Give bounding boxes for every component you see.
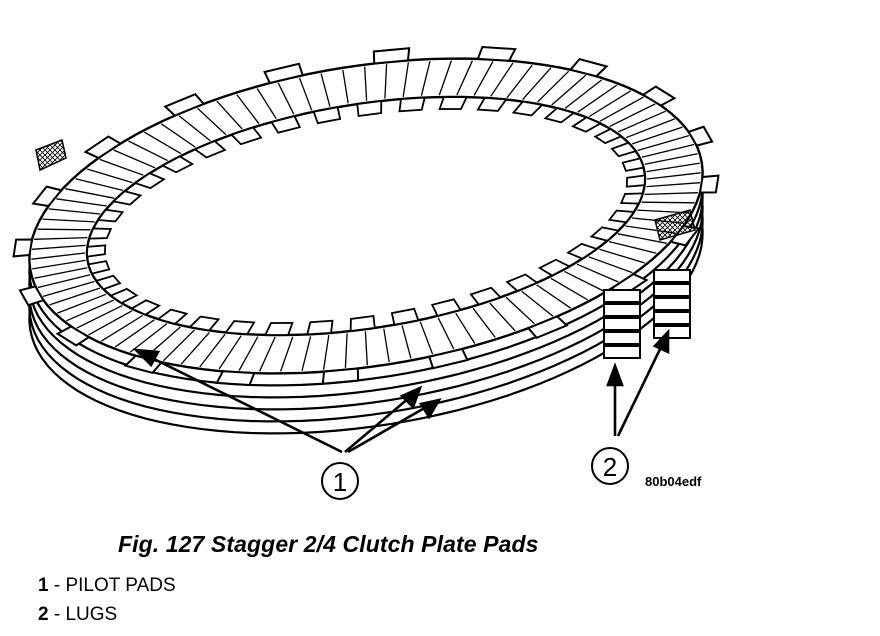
legend-item-pilot-pads: 1 - PILOT PADS bbox=[38, 575, 176, 597]
legend-item-lugs: 2 - LUGS bbox=[38, 604, 117, 626]
hatched-pad-left bbox=[35, 138, 67, 172]
legend-number: 1 bbox=[38, 575, 49, 596]
legend-number: 2 bbox=[38, 604, 49, 625]
hatched-pad-right bbox=[654, 209, 696, 241]
clutch-plate-diagram: 1 2 80b04edf bbox=[12, 45, 720, 500]
lug-stack bbox=[603, 269, 691, 359]
friction-ring bbox=[12, 45, 720, 387]
legend-separator: - bbox=[48, 575, 66, 596]
callout-2-leaders bbox=[606, 328, 670, 437]
callout-1: 1 bbox=[321, 462, 359, 500]
legend-label: PILOT PADS bbox=[65, 575, 176, 596]
legend-label: LUGS bbox=[65, 604, 118, 625]
legend-separator: - bbox=[48, 604, 66, 625]
svg-text:2: 2 bbox=[603, 452, 617, 482]
svg-text:1: 1 bbox=[333, 467, 347, 497]
figure-code: 80b04edf bbox=[645, 474, 702, 489]
figure-caption: Fig. 127 Stagger 2/4 Clutch Plate Pads bbox=[118, 531, 539, 557]
callout-1-leaders bbox=[132, 348, 442, 454]
callout-2: 2 bbox=[591, 447, 629, 485]
